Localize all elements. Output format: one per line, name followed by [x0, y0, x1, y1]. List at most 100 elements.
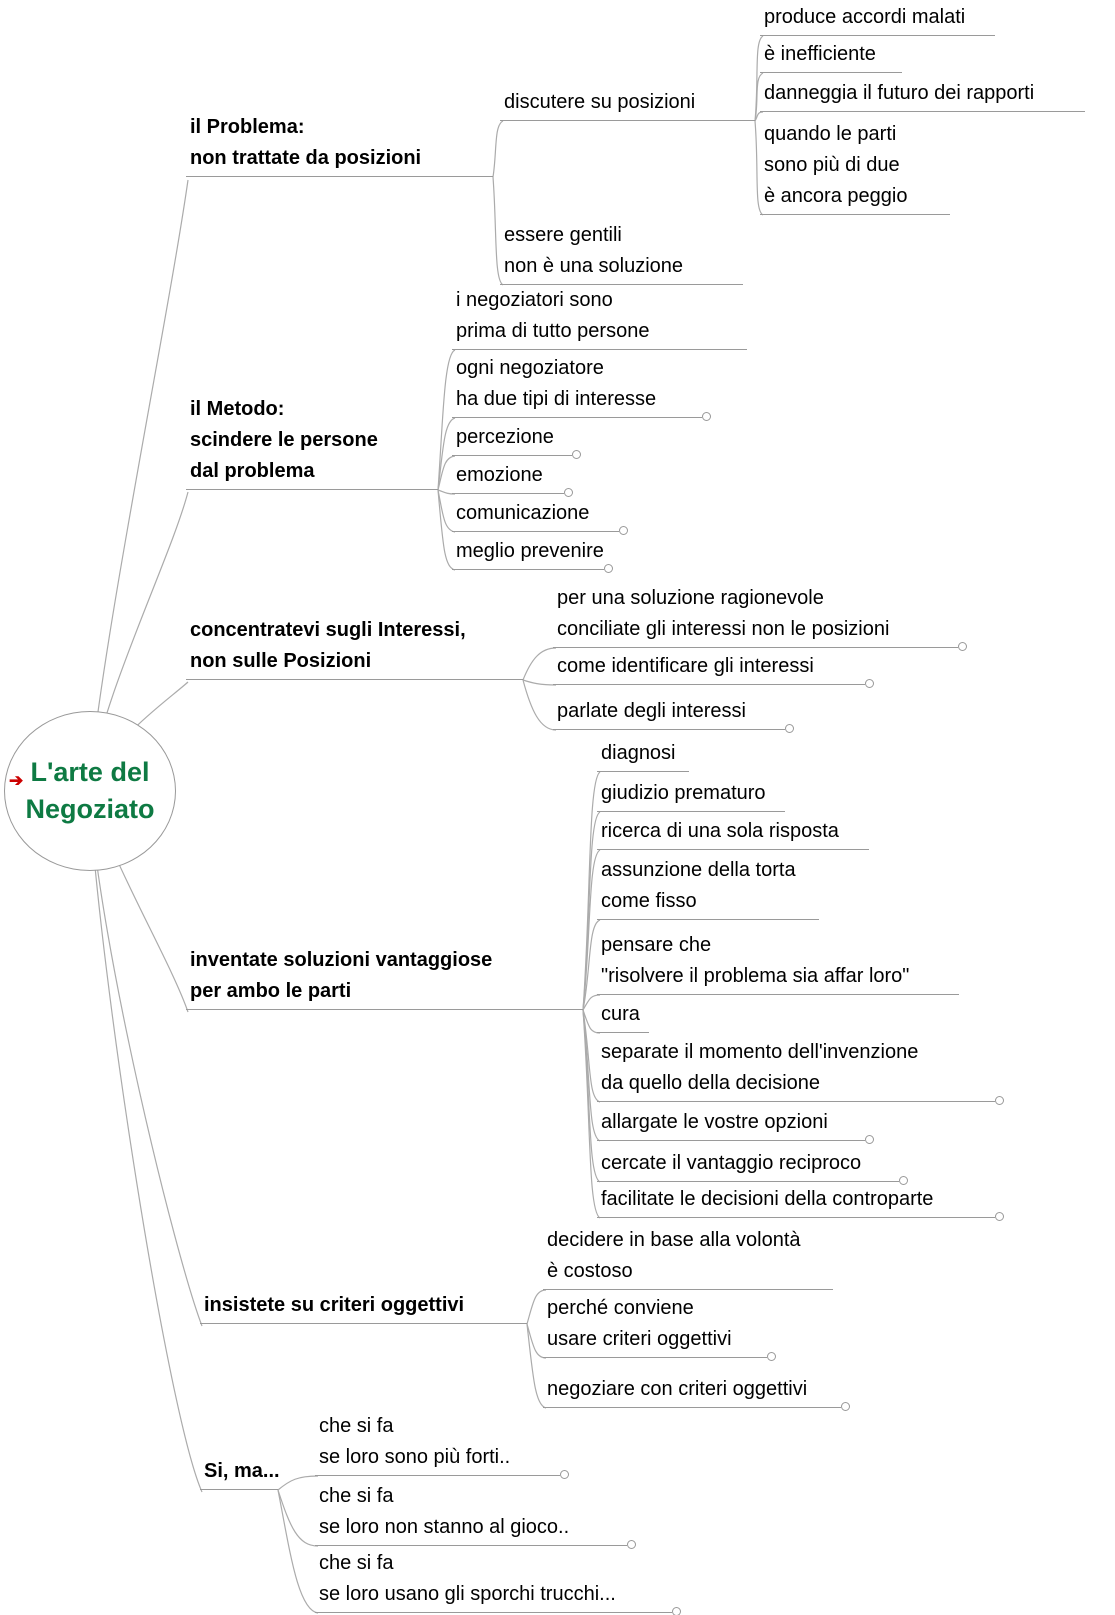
- fold-indicator[interactable]: [865, 1135, 874, 1144]
- edge: [754, 111, 764, 122]
- node-meglio-prevenire[interactable]: meglio prevenire: [452, 536, 613, 573]
- node-label: discutere su posizioni: [504, 91, 696, 113]
- node-label: che si fa se loro sono più forti..: [319, 1415, 511, 1468]
- node-il-problema[interactable]: il Problema: non trattate da posizioni: [186, 112, 493, 177]
- node-se-loro-piu-forti[interactable]: che si fa se loro sono più forti..: [315, 1411, 569, 1479]
- node-vantaggio-reciproco[interactable]: cercate il vantaggio reciproco: [597, 1148, 908, 1185]
- fold-indicator[interactable]: [785, 724, 794, 733]
- fold-indicator[interactable]: [995, 1096, 1004, 1105]
- node-quando-le-parti[interactable]: quando le parti sono più di due è ancora…: [760, 119, 950, 215]
- fold-indicator[interactable]: [995, 1212, 1004, 1221]
- node-soluzione-ragionevole[interactable]: per una soluzione ragionevole conciliate…: [553, 583, 967, 651]
- edge: [437, 417, 456, 491]
- node-facilitate-decisioni[interactable]: facilitate le decisioni della contropart…: [597, 1184, 1004, 1221]
- node-label: concentratevi sugli Interessi, non sulle…: [190, 619, 466, 672]
- fold-indicator[interactable]: [841, 1402, 850, 1411]
- node-essere-gentili[interactable]: essere gentili non è una soluzione: [500, 220, 743, 285]
- fold-indicator[interactable]: [865, 679, 874, 688]
- fold-indicator[interactable]: [702, 412, 711, 421]
- node-label: assunzione della torta come fisso: [601, 859, 796, 912]
- fold-indicator[interactable]: [560, 1470, 569, 1479]
- edge: [754, 72, 764, 122]
- edge: [437, 455, 456, 491]
- node-due-tipi-interesse[interactable]: ogni negoziatore ha due tipi di interess…: [452, 353, 711, 421]
- node-produce-accordi-malati[interactable]: produce accordi malati: [760, 2, 995, 36]
- fold-indicator[interactable]: [958, 642, 967, 651]
- node-danneggia-rapporti[interactable]: danneggia il futuro dei rapporti: [760, 78, 1085, 112]
- edge: [88, 179, 189, 789]
- node-label: perché conviene usare criteri oggettivi: [547, 1297, 732, 1350]
- node-perche-conviene[interactable]: perché conviene usare criteri oggettivi: [543, 1293, 776, 1361]
- fold-indicator[interactable]: [619, 526, 628, 535]
- node-emozione[interactable]: emozione: [452, 460, 573, 497]
- root-node[interactable]: L'arte del Negoziato: [4, 711, 176, 871]
- node-label: cura: [601, 1003, 640, 1025]
- node-e-inefficiente[interactable]: è inefficiente: [760, 39, 902, 73]
- node-parlate-degli-interessi[interactable]: parlate degli interessi: [553, 696, 794, 733]
- node-assunzione-torta[interactable]: assunzione della torta come fisso: [597, 855, 819, 920]
- edge: [582, 919, 601, 1011]
- node-label: percezione: [456, 426, 554, 448]
- node-discutere-su-posizioni[interactable]: discutere su posizioni: [500, 87, 755, 121]
- fold-indicator[interactable]: [572, 450, 581, 459]
- node-sporchi-trucchi[interactable]: che si fa se loro usano gli sporchi truc…: [315, 1548, 681, 1615]
- edge: [522, 679, 557, 731]
- node-insistete-criteri-oggettivi[interactable]: insistete su criteri oggettivi: [200, 1290, 527, 1324]
- node-negoziatori-persone[interactable]: i negoziatori sono prima di tutto person…: [452, 285, 747, 350]
- node-comunicazione[interactable]: comunicazione: [452, 498, 628, 535]
- node-il-metodo[interactable]: il Metodo: scindere le persone dal probl…: [186, 394, 438, 490]
- node-label: danneggia il futuro dei rapporti: [764, 82, 1035, 104]
- node-label: per una soluzione ragionevole conciliate…: [557, 587, 890, 640]
- fold-indicator[interactable]: [899, 1176, 908, 1185]
- node-label: il Problema: non trattate da posizioni: [190, 116, 422, 169]
- node-separate-invenzione-decisione[interactable]: separate il momento dell'invenzione da q…: [597, 1037, 1004, 1105]
- node-label: meglio prevenire: [456, 540, 604, 562]
- node-cura[interactable]: cura: [597, 999, 649, 1033]
- node-label: allargate le vostre opzioni: [601, 1111, 828, 1133]
- node-concentratevi-interessi[interactable]: concentratevi sugli Interessi, non sulle…: [186, 615, 523, 680]
- node-diagnosi[interactable]: diagnosi: [597, 738, 689, 772]
- node-label: il Metodo: scindere le persone dal probl…: [190, 398, 378, 482]
- node-label: Si, ma...: [204, 1460, 280, 1482]
- edge: [582, 1009, 601, 1219]
- fold-indicator[interactable]: [604, 564, 613, 573]
- fold-indicator[interactable]: [767, 1352, 776, 1361]
- node-label: produce accordi malati: [764, 6, 966, 28]
- node-negoziare-criteri-oggettivi[interactable]: negoziare con criteri oggettivi: [543, 1374, 850, 1411]
- node-label: che si fa se loro usano gli sporchi truc…: [319, 1552, 616, 1605]
- node-se-loro-non-stanno-al-gioco[interactable]: che si fa se loro non stanno al gioco..: [315, 1481, 636, 1549]
- node-label: cercate il vantaggio reciproco: [601, 1152, 862, 1174]
- root-label: L'arte del Negoziato: [25, 757, 155, 824]
- node-label: quando le parti sono più di due è ancora…: [764, 123, 908, 207]
- node-decidere-volonta-costoso[interactable]: decidere in base alla volontà è costoso: [543, 1225, 833, 1290]
- node-label: parlate degli interessi: [557, 700, 746, 722]
- edge: [88, 791, 203, 1327]
- edge: [277, 1489, 319, 1614]
- edge: [526, 1289, 547, 1325]
- edge: [522, 679, 557, 686]
- node-label: i negoziatori sono prima di tutto person…: [456, 289, 650, 342]
- fold-indicator[interactable]: [672, 1607, 681, 1615]
- node-label: essere gentili non è una soluzione: [504, 224, 684, 277]
- node-inventate-soluzioni[interactable]: inventate soluzioni vantaggiose per ambo…: [186, 945, 583, 1010]
- node-come-identificare-interessi[interactable]: come identificare gli interessi: [553, 651, 874, 688]
- fold-indicator[interactable]: [564, 488, 573, 497]
- node-percezione[interactable]: percezione: [452, 422, 581, 459]
- node-label: emozione: [456, 464, 543, 486]
- edge: [277, 1475, 319, 1491]
- node-label: ricerca di una sola risposta: [601, 820, 839, 842]
- node-giudizio-prematuro[interactable]: giudizio prematuro: [597, 778, 785, 812]
- fold-indicator[interactable]: [627, 1540, 636, 1549]
- edge: [522, 647, 557, 681]
- node-label: insistete su criteri oggettivi: [204, 1294, 465, 1316]
- node-si-ma[interactable]: Si, ma...: [200, 1456, 280, 1490]
- node-label: separate il momento dell'invenzione da q…: [601, 1041, 919, 1094]
- node-pensare-affar-loro[interactable]: pensare che "risolvere il problema sia a…: [597, 930, 959, 995]
- edge: [88, 791, 203, 1493]
- edge: [582, 994, 601, 1011]
- node-ricerca-sola-risposta[interactable]: ricerca di una sola risposta: [597, 816, 869, 850]
- edge: [437, 489, 456, 571]
- node-allargate-opzioni[interactable]: allargate le vostre opzioni: [597, 1107, 874, 1144]
